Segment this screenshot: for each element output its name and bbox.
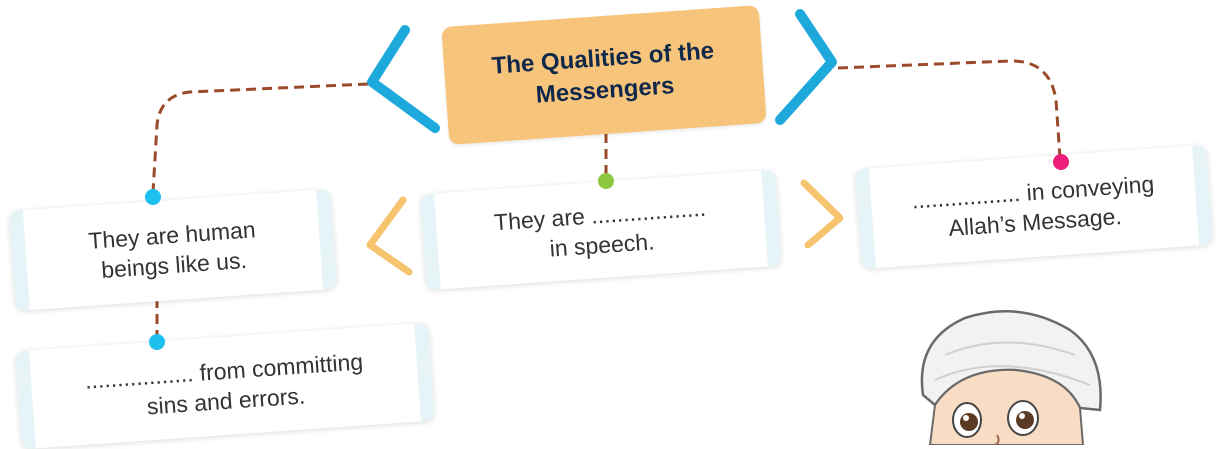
right-bracket-blue [775,9,837,125]
connector-left [151,82,369,193]
connector-dot-green [598,173,614,189]
connector-dot-blue-lower [149,334,165,350]
connector-dot-pink [1053,154,1069,170]
connector-dot-blue-upper [145,189,161,205]
right-bracket-orange [800,179,844,249]
left-bracket-blue [367,25,440,133]
boy-character-illustration [920,310,1102,445]
left-bracket-orange [366,196,413,276]
